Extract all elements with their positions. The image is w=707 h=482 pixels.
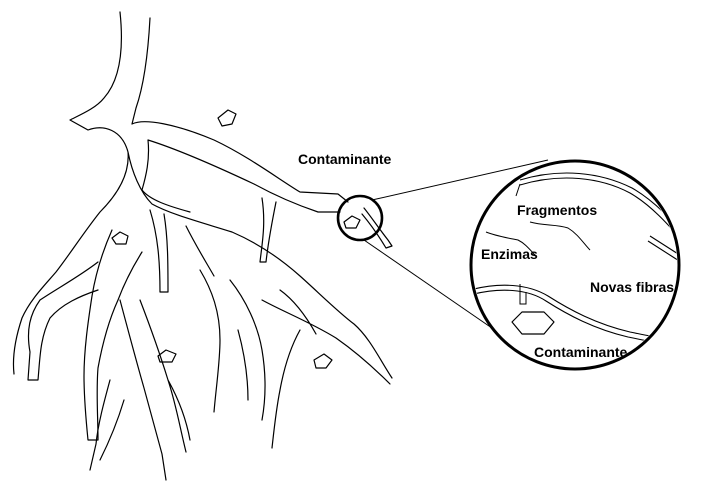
hypha-trunk [13, 12, 392, 378]
label-new-fibers: Novas fibras [590, 279, 674, 295]
hypha-branch-mid [260, 198, 276, 262]
hypha-branch-extra [150, 210, 214, 292]
zoom-lens [470, 161, 700, 369]
magnify-source-circle [338, 196, 382, 240]
label-contaminant-zoom: Contaminante [534, 344, 628, 360]
zoom-lens-circle [471, 161, 679, 369]
spore-blob [314, 354, 332, 368]
contaminant-particle [344, 216, 360, 228]
spore-blob [218, 110, 236, 126]
spore-blob [112, 232, 128, 244]
hyphae-network [13, 12, 392, 480]
hypha-branch-lower [90, 300, 190, 480]
label-fragments: Fragmentos [517, 202, 597, 218]
label-contaminant-main: Contaminante [298, 151, 392, 167]
label-enzymes: Enzimas [481, 246, 538, 262]
hypha-branch-right [200, 270, 390, 448]
hypha-branch-left [28, 230, 142, 440]
